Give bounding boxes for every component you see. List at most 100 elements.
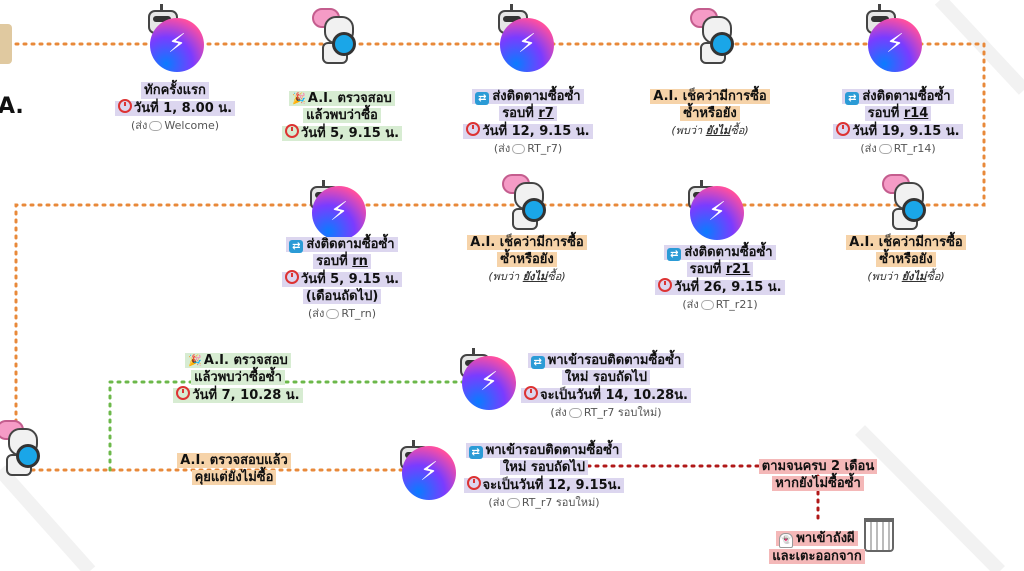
messenger-icon <box>402 446 456 500</box>
clock-icon <box>466 122 481 136</box>
party-popper-icon: 🎉 <box>292 92 306 105</box>
chat-bubble-icon <box>506 498 520 508</box>
clock-icon <box>176 386 191 400</box>
step-time: วันที่ 7, 10.28 น. <box>192 388 300 403</box>
messenger-icon <box>868 18 922 72</box>
messenger-icon <box>150 18 204 72</box>
step-note: (พบว่า ยังไม่ซื้อ) <box>671 124 749 137</box>
step-title: ทักครั้งแรก <box>141 82 209 99</box>
chat-bubble-icon <box>512 144 526 154</box>
step-time: วันที่ 26, 9.15 น. <box>674 280 782 295</box>
brain-robot-magnifier-icon <box>880 174 930 230</box>
step-title: A.I. เช็คว่ามีการซื้อ <box>467 235 587 250</box>
step-title: A.I. เช็คว่ามีการซื้อ <box>650 89 770 104</box>
chat-bubble-icon <box>326 309 340 319</box>
repeat-icon: ⇄ <box>845 92 860 105</box>
clock-icon <box>284 124 299 138</box>
step-subtitle: ซ้ำหรือยัง <box>876 252 936 267</box>
step-subtitle: ใหม่ รอบถัดไป <box>561 370 651 385</box>
brain-robot-magnifier-icon <box>310 8 360 64</box>
clock-icon <box>117 99 132 113</box>
step-title: พาเข้ารอบติดตามซื้อซ้ำ <box>547 353 682 368</box>
step-time: วันที่ 5, 9.15 น. <box>300 272 400 287</box>
step-note: (พบว่า ยังไม่ซื้อ) <box>488 270 566 283</box>
step-title: พาเข้ารอบติดตามซื้อซ้ำ <box>485 443 620 458</box>
step-time: วันที่ 12, 9.15 น. <box>482 124 590 139</box>
step-ai-found-repurchase: 🎉A.I. ตรวจสอบ แล้วพบว่าซื้อซ้ำ วันที่ 7,… <box>158 352 318 404</box>
step-time: วันที่ 19, 9.15 น. <box>852 124 960 139</box>
repeat-icon: ⇄ <box>468 446 483 459</box>
step-ai-found-purchase: 🎉A.I. ตรวจสอบ แล้วพบว่าซื้อ วันที่ 5, 9.… <box>262 90 422 142</box>
messenger-icon <box>462 356 516 410</box>
clock-icon <box>836 122 851 136</box>
step-followup-r14: ⇄ส่งติดตามซื้อซ้ำ รอบที่ r14 วันที่ 19, … <box>818 88 978 157</box>
step-title: A.I. เช็คว่ามีการซื้อ <box>846 235 966 250</box>
repeat-icon: ⇄ <box>667 248 682 261</box>
ghost-icon: 👻 <box>779 533 794 548</box>
step-title: ส่งติดตามซื้อซ้ำ <box>684 245 773 260</box>
step-followup-rn: ⇄ส่งติดตามซื้อซ้ำ รอบที่ rn วันที่ 5, 9.… <box>262 236 422 322</box>
round-code: r14 <box>903 106 929 121</box>
chat-bubble-icon <box>149 121 163 131</box>
repeat-icon: ⇄ <box>289 240 304 253</box>
step-ghost-bin: 👻พาเข้าถังผี และเตะออกจาก <box>752 530 882 565</box>
step-title: ตามจนครบ 2 เดือน <box>758 459 878 474</box>
step-ai-check-rn: A.I. เช็คว่ามีการซื้อ ซ้ำหรือยัง (พบว่า … <box>444 234 610 285</box>
round-code: r7 <box>538 106 554 121</box>
step-extra: (เดือนถัดไป) <box>302 289 382 304</box>
clock-icon <box>284 270 299 284</box>
step-title: ส่งติดตามซื้อซ้ำ <box>306 237 395 252</box>
step-subtitle: ซ้ำหรือยัง <box>497 252 557 267</box>
round-code: rn <box>352 254 368 269</box>
messenger-icon <box>500 18 554 72</box>
left-edge-label: A. <box>0 94 24 119</box>
connector-green <box>108 380 482 472</box>
step-title: ส่งติดตามซื้อซ้ำ <box>492 89 581 104</box>
step-ai-check-r7: A.I. เช็คว่ามีการซื้อ ซ้ำหรือยัง (พบว่า … <box>630 88 790 139</box>
step-two-month-limit: ตามจนครบ 2 เดือน หากยังไม่ซื้อซ้ำ <box>736 458 900 492</box>
chat-bubble-icon <box>700 300 714 310</box>
step-ai-talked-no-purchase: A.I. ตรวจสอบแล้ว คุยแต่ยังไม่ซื้อ <box>154 452 314 486</box>
step-subtitle: หากยังไม่ซื้อซ้ำ <box>772 476 864 491</box>
step-time: วันที่ 1, 8.00 น. <box>133 101 233 116</box>
step-note: (พบว่า ยังไม่ซื้อ) <box>867 270 945 283</box>
step-subtitle: คุยแต่ยังไม่ซื้อ <box>191 470 277 485</box>
left-edge-figure <box>0 24 12 64</box>
step-followup-r21: ⇄ส่งติดตามซื้อซ้ำ รอบที่ r21 วันที่ 26, … <box>640 244 800 313</box>
messenger-icon <box>690 186 744 240</box>
step-subtitle: แล้วพบว่าซื้อซ้ำ <box>191 370 285 385</box>
step-subtitle: ใหม่ รอบถัดไป <box>499 460 589 475</box>
step-title: A.I. ตรวจสอบแล้ว <box>177 453 291 468</box>
trash-bin-icon <box>864 518 894 552</box>
clock-icon <box>658 278 673 292</box>
step-title: ส่งติดตามซื้อซ้ำ <box>862 89 951 104</box>
step-time: วันที่ 5, 9.15 น. <box>300 126 400 141</box>
step-subtitle: แล้วพบว่าซื้อ <box>303 108 381 123</box>
step-new-round-after-purchase: ⇄พาเข้ารอบติดตามซื้อซ้ำ ใหม่ รอบถัดไป จะ… <box>506 352 706 421</box>
connector-red <box>578 464 820 522</box>
step-time: จะเป็นวันที่ 14, 10.28น. <box>540 388 688 403</box>
step-title: A.I. ตรวจสอบ <box>203 353 288 368</box>
step-subtitle: ซ้ำหรือยัง <box>680 106 740 121</box>
brain-robot-magnifier-icon <box>500 174 550 230</box>
chat-bubble-icon <box>568 408 582 418</box>
step-title: A.I. ตรวจสอบ <box>307 91 392 106</box>
brain-robot-magnifier-icon <box>688 8 738 64</box>
brain-robot-magnifier-icon <box>0 420 44 476</box>
step-ai-check-r21: A.I. เช็คว่ามีการซื้อ ซ้ำหรือยัง (พบว่า … <box>826 234 986 285</box>
party-popper-icon: 🎉 <box>188 354 202 367</box>
repeat-icon: ⇄ <box>475 92 490 105</box>
round-code: r21 <box>725 262 751 277</box>
messenger-icon <box>312 186 366 240</box>
step-followup-r7: ⇄ส่งติดตามซื้อซ้ำ รอบที่ r7 วันที่ 12, 9… <box>448 88 608 157</box>
step-subtitle: และเตะออกจาก <box>769 549 865 564</box>
